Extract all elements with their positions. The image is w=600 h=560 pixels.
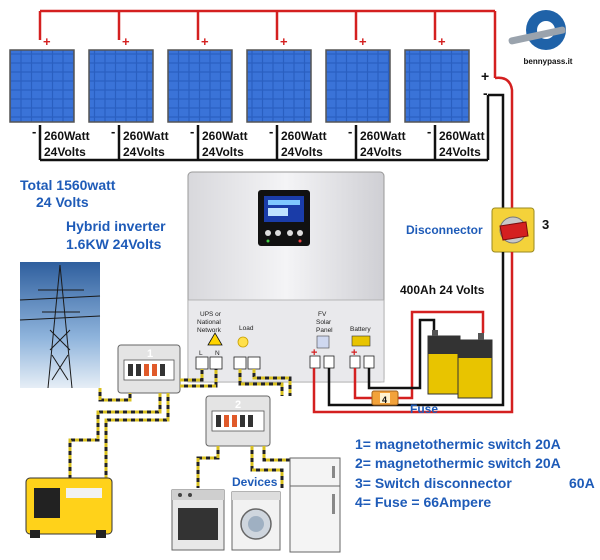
solar-panel: + -260Watt 24Volts <box>88 34 169 159</box>
ac-wiring <box>68 369 314 488</box>
solar-panel: + -260Watt 24Volts <box>246 34 327 159</box>
total-power-label: Total 1560watt <box>20 177 116 193</box>
legend-item-2: 2= magnetothermic switch 20A <box>355 455 561 471</box>
inverter-title: Hybrid inverter <box>66 218 166 234</box>
battery-label: 400Ah 24 Volts <box>400 283 485 297</box>
total-voltage-label: 24 Volts <box>36 194 89 210</box>
refrigerator <box>289 457 341 553</box>
port-fv-label-1: FV <box>318 311 327 318</box>
panel-volt-label: 24Volts <box>44 145 86 159</box>
port-load-label: Load <box>239 325 254 332</box>
generator <box>25 477 113 538</box>
battery-negative-wire <box>367 318 436 390</box>
panel-minus-terminal: - <box>348 124 352 139</box>
bennypass-logo: bennypass.it <box>508 10 573 66</box>
panel-watt-label: 260Watt <box>281 129 327 143</box>
negative-bus-wire <box>38 95 490 162</box>
fv-negative-wire <box>327 252 505 407</box>
port-ups-label-1: UPS or <box>200 311 222 318</box>
battery-positive-wire <box>398 310 485 400</box>
panel-watt-label: 260Watt <box>202 129 248 143</box>
panel-volt-label: 24Volts <box>439 145 481 159</box>
inverter-rating: 1.6KW 24Volts <box>66 236 162 252</box>
port-ups-label-3: Network <box>197 327 222 334</box>
port-fv-label-2: Solar <box>316 319 332 326</box>
fuse <box>371 390 399 406</box>
power-grid-pylon <box>19 262 101 389</box>
legend-item-3-value: 60A <box>569 475 595 491</box>
inverter-ports <box>195 332 375 370</box>
fv-positive-wire <box>312 252 514 414</box>
washing-machine <box>231 491 281 551</box>
disconnector-number: 3 <box>542 217 549 232</box>
panel-minus-terminal: - <box>190 124 194 139</box>
array-negative-wire <box>488 93 505 210</box>
panel-plus-terminal: + <box>201 34 209 49</box>
panel-volt-label: 24Volts <box>123 145 165 159</box>
panel-volt-label: 24Volts <box>281 145 323 159</box>
box1-number: 1 <box>147 348 153 360</box>
breaker-panel-1 <box>117 344 181 394</box>
array-plus: + <box>481 68 489 84</box>
panel-plus-terminal: + <box>359 34 367 49</box>
battery-fuse-wire <box>353 368 372 400</box>
panel-watt-label: 260Watt <box>123 129 169 143</box>
ups-terminal-l: L <box>199 350 203 357</box>
solar-panel: + -260Watt 24Volts <box>167 34 248 159</box>
panel-minus-terminal: - <box>111 124 115 139</box>
panel-plus-terminal: + <box>43 34 51 49</box>
panel-volt-label: 24Volts <box>202 145 244 159</box>
breaker-panel-2 <box>205 395 271 447</box>
devices-label: Devices <box>232 475 278 489</box>
solar-panel: + -260Watt 24Volts <box>9 34 90 159</box>
fuse-label: Fuse <box>410 402 438 416</box>
array-positive-wire <box>494 76 514 210</box>
panel-watt-label: 260Watt <box>439 129 485 143</box>
solar-panels: +-260Watt24Volts+-260Watt24Volts+-260Wat… <box>9 34 485 159</box>
legend-item-1: 1= magnetothermic switch 20A <box>355 436 561 452</box>
port-fv-label-3: Panel <box>316 327 333 334</box>
oven <box>171 489 225 551</box>
legend-item-4: 4= Fuse = 66Ampere <box>355 494 491 510</box>
disconnector-label: Disconnector <box>406 223 483 237</box>
positive-bus-wire <box>38 9 497 78</box>
solar-panel: + -260Watt 24Volts <box>325 34 406 159</box>
fuse-number: 4 <box>382 395 387 405</box>
box2-number: 2 <box>235 399 241 411</box>
port-ups-label-2: National <box>197 319 221 326</box>
panel-plus-terminal: + <box>438 34 446 49</box>
panel-watt-label: 260Watt <box>360 129 406 143</box>
battery-plus: + <box>351 347 357 359</box>
legend-item-3: 3= Switch disconnector <box>355 475 512 491</box>
ups-terminal-n: N <box>215 350 220 357</box>
array-minus: - <box>483 85 488 101</box>
fv-plus: + <box>311 347 317 359</box>
port-battery-label: Battery <box>350 326 371 333</box>
panel-minus-terminal: - <box>269 124 273 139</box>
panel-plus-terminal: + <box>280 34 288 49</box>
switch-disconnector <box>491 207 535 253</box>
logo-text: bennypass.it <box>524 57 573 66</box>
panel-minus-terminal: - <box>427 124 431 139</box>
panel-volt-label: 24Volts <box>360 145 402 159</box>
battery-bank <box>427 330 493 399</box>
panel-minus-terminal: - <box>32 124 36 139</box>
panel-plus-terminal: + <box>122 34 130 49</box>
panel-watt-label: 260Watt <box>44 129 90 143</box>
